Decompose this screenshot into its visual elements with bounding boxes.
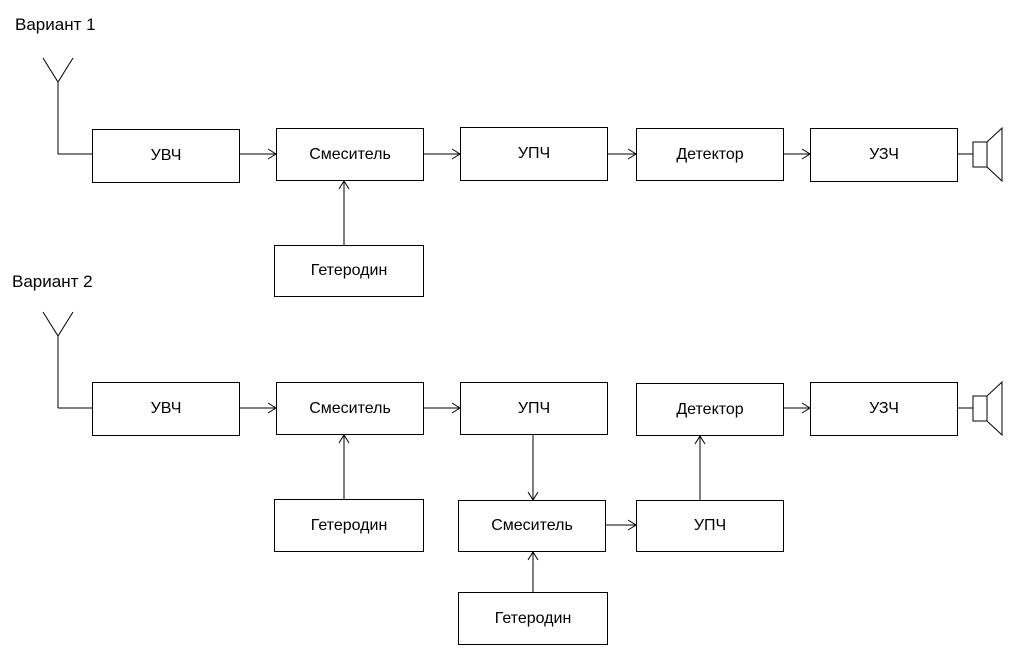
oscillator-block-1-label: Гетеродин	[310, 262, 388, 279]
antenna-1-icon	[42, 57, 92, 155]
uzch-block-2-label: УЗЧ	[869, 400, 899, 417]
mixer-block-2b: Смеситель	[458, 500, 606, 552]
uzch-block-2: УЗЧ	[810, 382, 958, 436]
uzch-block-1: УЗЧ	[810, 128, 958, 182]
uvch-block-1-label: УВЧ	[150, 147, 182, 164]
upch-block-2b: УПЧ	[636, 500, 784, 552]
oscillator-block-2b-label: Гетеродин	[494, 609, 572, 627]
speaker-2-icon	[972, 380, 1003, 437]
detector-block-1-label: Детектор	[676, 145, 744, 163]
mixer-block-2a-label: Смеситель	[309, 399, 391, 417]
detector-block-2: Детектор	[636, 383, 784, 436]
uvch-block-1: УВЧ	[92, 129, 240, 183]
variant-1-title: Вариант 1	[15, 15, 96, 34]
oscillator-block-1: Гетеродин	[274, 245, 424, 297]
mixer-block-1-label: Смеситель	[309, 145, 391, 163]
detector-block-1: Детектор	[636, 128, 784, 181]
antenna-2-icon	[42, 311, 92, 409]
uvch-block-2-label: УВЧ	[150, 400, 182, 417]
upch-block-2a: УПЧ	[460, 382, 608, 435]
upch-block-2a-label: УПЧ	[517, 399, 551, 417]
mixer-block-1: Смеситель	[276, 128, 424, 181]
mixer-block-2b-label: Смеситель	[491, 517, 573, 534]
upch-block-2b-label: УПЧ	[693, 517, 727, 534]
variant-2-title: Вариант 2	[12, 272, 93, 291]
oscillator-block-2a-label: Гетеродин	[310, 516, 388, 534]
uvch-block-2: УВЧ	[92, 382, 240, 436]
detector-block-2-label: Детектор	[676, 400, 744, 418]
upch-block-1: УПЧ	[460, 127, 608, 181]
oscillator-block-2a: Гетеродин	[274, 499, 424, 552]
oscillator-block-2b: Гетеродин	[458, 592, 608, 645]
mixer-block-2a: Смеситель	[276, 382, 424, 435]
upch-block-1-label: УПЧ	[517, 145, 551, 162]
speaker-1-icon	[972, 126, 1003, 183]
uzch-block-1-label: УЗЧ	[869, 146, 899, 163]
